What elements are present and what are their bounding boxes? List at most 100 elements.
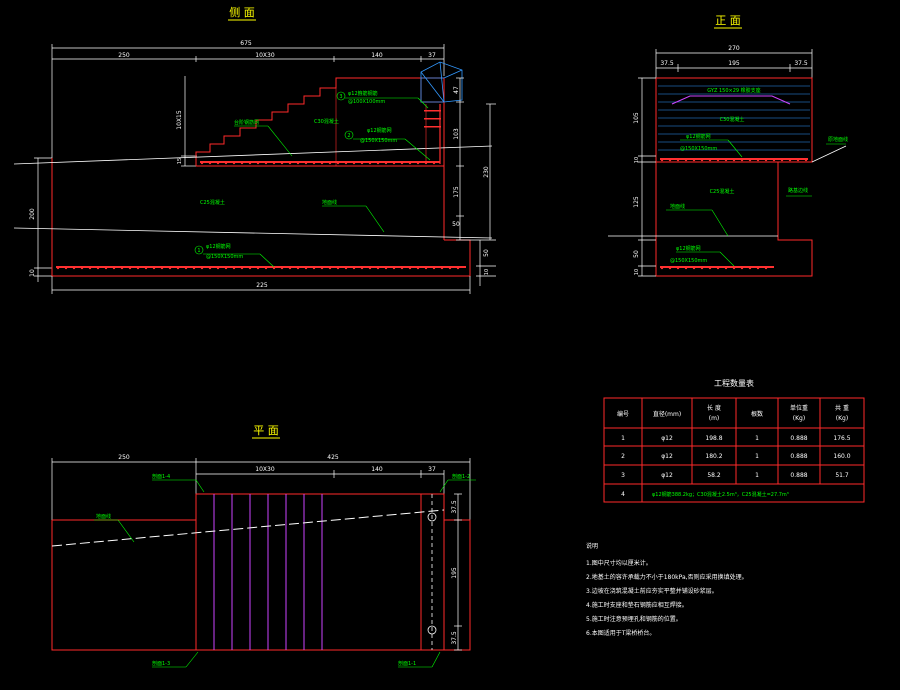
rebar-dot xyxy=(360,266,364,270)
rebar-dot xyxy=(288,161,292,165)
side-label-rebar1-spacing: @150X150mm xyxy=(206,254,243,260)
side-dim-50b: 50 xyxy=(483,249,490,257)
rebar-dot xyxy=(240,266,244,270)
rebar-dot xyxy=(304,266,308,270)
rebar-dot xyxy=(208,161,212,165)
rebar-dot xyxy=(232,266,236,270)
table-cell: 1 xyxy=(755,472,759,479)
table-cell: 160.0 xyxy=(833,453,850,460)
rebar-dot xyxy=(376,161,380,165)
plan-label-ground: 地面线 xyxy=(96,513,111,520)
front-dim-270: 270 xyxy=(728,45,740,52)
rebar-dot xyxy=(660,266,664,270)
side-label-c25: C25混凝土 xyxy=(200,199,225,206)
front-dim-10b: 10 xyxy=(634,269,640,275)
front-outline xyxy=(655,77,813,277)
notes-item-2: 2.地基土的容许承载力不小于180kPa,否则应采用换填处理。 xyxy=(586,573,748,581)
rebar-dot xyxy=(440,266,444,270)
front-label-gyz: GYZ 150×29 橡胶支座 xyxy=(707,87,760,94)
rebar-dot xyxy=(296,266,300,270)
notes-item-4: 4.施工时支座和垫石钢筋应相互焊接。 xyxy=(586,601,688,609)
table-header-cell: 单位重 xyxy=(790,404,808,412)
table-header-cell: 共 重 xyxy=(835,404,849,412)
side-leaders xyxy=(194,91,431,268)
table-summary-no: 4 xyxy=(621,491,625,498)
rebar-dot xyxy=(320,161,324,165)
rebar-dot xyxy=(128,266,132,270)
rebar-dot xyxy=(668,266,672,270)
side-dim-10-left: 10 xyxy=(29,269,36,277)
notes-item-1: 1.图中尺寸均以厘米计。 xyxy=(586,559,652,567)
rebar-dot xyxy=(676,158,680,162)
rebar-dot xyxy=(272,266,276,270)
rebar-dot xyxy=(764,158,768,162)
rebar-dot xyxy=(288,266,292,270)
table-cell: 51.7 xyxy=(835,472,849,479)
side-dim-175: 175 xyxy=(453,186,460,198)
rebar-dot xyxy=(432,161,436,165)
front-label-orig-ground: 原地面线 xyxy=(828,136,848,143)
plan-dim-37a: 37.5 xyxy=(451,500,458,514)
table-cell: 1 xyxy=(621,435,625,442)
front-hatch xyxy=(658,85,810,151)
plan-view-title: 平 面 xyxy=(253,424,279,437)
side-label-rebar3: φ12箍筋钢筋 xyxy=(348,90,378,97)
side-dim-50a: 50 xyxy=(452,221,460,228)
rebar-dot xyxy=(756,158,760,162)
rebar-dot xyxy=(216,161,220,165)
rebar-dot xyxy=(384,266,388,270)
rebar-dot xyxy=(400,266,404,270)
rebar-dot xyxy=(756,266,760,270)
table-header-cell: 编号 xyxy=(617,410,629,418)
side-label-rebar2-spacing: @150X150mm xyxy=(360,138,397,144)
table-header-cell: 根数 xyxy=(751,410,763,418)
rebar-dot xyxy=(184,266,188,270)
front-leaders xyxy=(666,139,846,267)
rebar-dot xyxy=(448,266,452,270)
rebar-dot xyxy=(144,266,148,270)
plan-label-s11: 剖面1-1 xyxy=(398,660,416,667)
front-label-rebar-mid: φ12钢筋网 xyxy=(686,133,711,140)
rebar-dot xyxy=(200,266,204,270)
side-dim-103: 103 xyxy=(453,128,460,140)
table-header-cell: 直径(mm) xyxy=(653,410,681,418)
rebar-dot xyxy=(200,161,204,165)
plan-dim-37b: 37.5 xyxy=(451,631,458,645)
front-ground-lines xyxy=(608,145,847,237)
rebar-dot xyxy=(352,161,356,165)
rebar-dot xyxy=(344,266,348,270)
side-view-title: 侧 面 xyxy=(229,6,255,19)
side-dim-230: 230 xyxy=(483,166,490,178)
plan-label-s12: 剖面1-2 xyxy=(452,473,470,480)
table-cell: 180.2 xyxy=(705,453,722,460)
front-label-rebar-mid-spacing: @150X150mm xyxy=(680,146,717,152)
table-cell: 3 xyxy=(621,472,625,479)
side-right-dimensions xyxy=(456,77,496,286)
table-header-cell: (Kg) xyxy=(836,415,848,422)
table-cell: 198.8 xyxy=(705,435,722,442)
plan-dim-steps: 10X30 xyxy=(255,466,275,473)
rebar-dot xyxy=(192,266,196,270)
plan-ground-line xyxy=(51,509,445,547)
side-dim-47: 47 xyxy=(453,86,460,94)
rebar-dot xyxy=(248,161,252,165)
rebar-dot xyxy=(780,158,784,162)
rebar-dot xyxy=(152,266,156,270)
table-cell: φ12 xyxy=(661,472,673,479)
rebar-dot xyxy=(456,266,460,270)
side-dim-225: 225 xyxy=(256,282,268,289)
notes: 说明 1.图中尺寸均以厘米计。 2.地基土的容许承载力不小于180kPa,否则应… xyxy=(586,542,748,637)
side-num-3: 3 xyxy=(339,94,342,100)
front-dim-37a: 37.5 xyxy=(660,60,674,67)
rebar-dot xyxy=(336,266,340,270)
front-bearing xyxy=(671,95,791,105)
plan-label-s14: 剖面1-4 xyxy=(152,473,170,480)
table-cell: 0.888 xyxy=(790,453,807,460)
front-dim-105: 105 xyxy=(633,112,640,124)
rebar-dot xyxy=(80,266,84,270)
rebar-dot xyxy=(232,161,236,165)
rebar-dot xyxy=(684,266,688,270)
side-label-steps: 台阶钢筋网 xyxy=(234,119,259,126)
rebar-dot xyxy=(56,266,60,270)
